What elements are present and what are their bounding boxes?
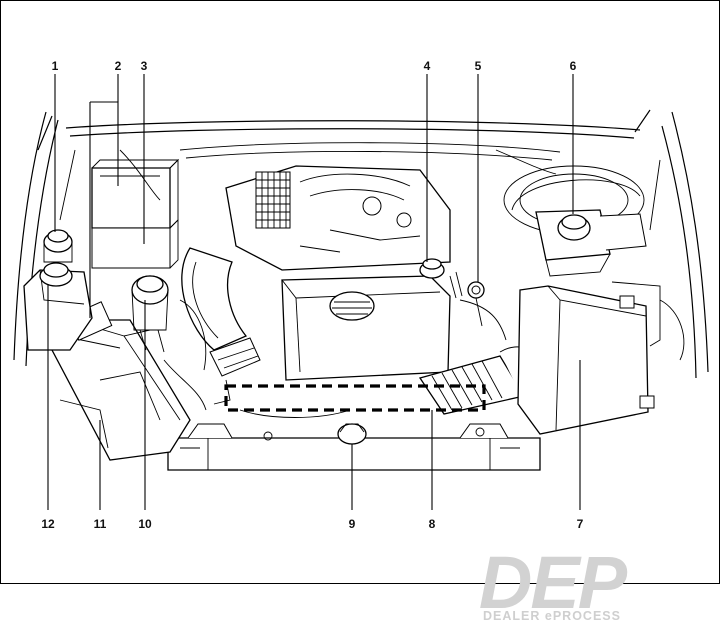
brake-fluid-reservoir-left xyxy=(44,230,72,262)
engine-oil-dipstick xyxy=(450,272,484,326)
dealer-eprocess-watermark: DEP DEALER ePROCESS xyxy=(479,541,628,624)
fuse-relay-box xyxy=(92,160,178,268)
callout-5: 5 xyxy=(475,59,482,73)
oil-filler-cap xyxy=(420,259,444,278)
callout-8: 8 xyxy=(429,517,436,531)
callout-4: 4 xyxy=(424,59,431,73)
callout-10: 10 xyxy=(138,517,152,531)
callout-6: 6 xyxy=(570,59,577,73)
engine-cover xyxy=(282,276,450,380)
callout-12: 12 xyxy=(41,517,55,531)
callout-2: 2 xyxy=(115,59,122,73)
radiator-cap xyxy=(338,424,366,444)
watermark-tagline: DEALER ePROCESS xyxy=(483,609,621,623)
callout-9: 9 xyxy=(349,517,356,531)
callout-7: 7 xyxy=(577,517,584,531)
callout-3: 3 xyxy=(141,59,148,73)
callout-11: 11 xyxy=(94,517,107,531)
callout-1: 1 xyxy=(52,59,59,73)
air-cleaner-box xyxy=(518,282,684,434)
intake-manifold xyxy=(226,166,450,270)
brake-fluid-cap xyxy=(558,215,590,240)
